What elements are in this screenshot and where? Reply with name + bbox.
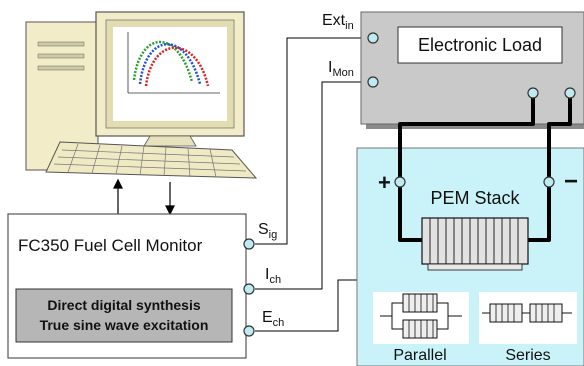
port-stack-positive[interactable] [394,176,406,188]
data-link-arrows [113,178,175,216]
parallel-configuration: Parallel [373,292,469,364]
excitation-line-1: Direct digital synthesis [47,297,200,313]
port-label-imon: IMon [328,59,354,79]
port-label-imon-main: I [328,59,332,76]
plus-sign: + [378,170,391,195]
port-label-ich: Ich [265,266,281,286]
stack-base [427,263,523,271]
parallel-label: Parallel [393,347,446,364]
stack-label: PEM Stack [430,188,520,208]
port-load-negative[interactable] [564,87,576,99]
parallel-cell-bottom [402,319,438,339]
load-title: Electronic Load [418,35,542,55]
stack-plates [429,218,519,264]
port-label-sig-sub: ig [269,229,278,241]
tower-slot-3 [37,65,85,71]
power-wire-negative [528,97,572,242]
port-sig[interactable] [243,238,255,250]
port-ich[interactable] [243,283,255,295]
load-title-box [397,26,563,64]
tower-slot-1 [37,41,85,47]
port-load-positive[interactable] [527,87,539,99]
port-labels: Sig Ich Ech Extin IMon [258,12,354,329]
port-ech[interactable] [243,325,255,337]
ports [243,32,576,337]
port-label-extin-sub: in [345,20,354,32]
screen-plot [127,32,220,94]
pem-stack: PEM Stack + − [378,168,578,271]
port-extin[interactable] [367,32,379,44]
port-label-sig-main: S [258,221,269,238]
port-label-ech: Ech [262,309,284,329]
excitation-line-2: True sine wave excitation [40,317,209,333]
port-imon[interactable] [367,76,379,88]
port-label-imon-sub: Mon [332,67,353,79]
computer-illustration [25,11,258,179]
port-label-ich-sub: ch [269,274,281,286]
keyboard [45,141,258,179]
port-label-ich-main: I [265,266,269,283]
minus-sign: − [564,168,578,195]
parallel-cell-top [402,293,438,313]
wire-ich-imon [255,81,370,290]
arrow-up-head [113,178,123,189]
screen-plot-curve-green [132,40,194,83]
port-label-sig: Sig [258,221,277,241]
arrow-down-head [165,205,175,216]
monitor-stand [143,135,197,147]
fc350-monitor: FC350 Fuel Cell Monitor Direct digital s… [7,213,247,359]
monitor-screen [113,27,227,121]
port-label-ech-sub: ch [273,317,285,329]
series-cell-right [529,303,563,323]
port-label-extin-main: Ext [322,12,346,29]
keyboard-keys [53,143,247,178]
wire-sig-extin [255,37,370,245]
series-cell-left [489,303,523,323]
monitor-title: FC350 Fuel Cell Monitor [18,236,203,255]
screen-plot-curve-red [144,46,210,87]
electronic-load: Electronic Load [360,11,584,129]
port-label-ech-main: E [262,309,273,326]
series-configuration: Series [479,292,577,364]
power-wire-positive [398,97,535,242]
excitation-box [15,288,233,343]
power-wires [398,97,572,242]
port-label-extin: Extin [322,12,354,32]
tower-slot-2 [37,53,85,59]
series-label: Series [505,347,550,364]
port-stack-negative[interactable] [543,176,555,188]
